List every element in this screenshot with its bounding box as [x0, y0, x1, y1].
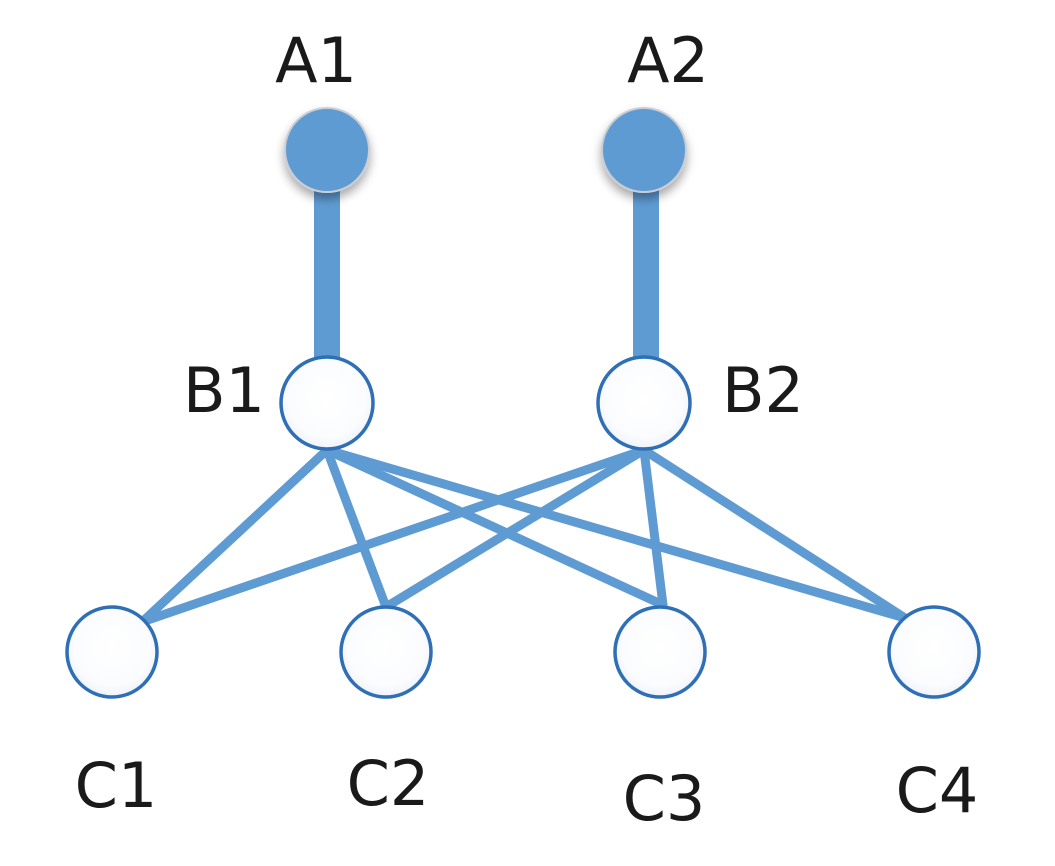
- label-c2: C2: [347, 747, 430, 820]
- label-c4: C4: [896, 754, 979, 827]
- node-c3: [613, 605, 707, 699]
- edge-b1-c2: [322, 445, 391, 612]
- label-c1: C1: [75, 749, 158, 822]
- labels: A1 A2 B1 B2 C1 C2 C3 C4: [75, 24, 979, 835]
- edge-b1-c4: [322, 445, 910, 623]
- label-a2: A2: [627, 24, 709, 97]
- node-a1: [284, 107, 370, 193]
- node-a2: [601, 107, 687, 193]
- thick-edges: [314, 147, 659, 383]
- edge-b2-c3: [639, 445, 668, 610]
- node-c4: [887, 605, 981, 699]
- label-a1: A1: [275, 24, 357, 97]
- node-c1: [65, 605, 159, 699]
- edge-b1-c3: [322, 445, 668, 610]
- thin-edges: [137, 445, 910, 627]
- edge-b2-c4: [639, 445, 910, 623]
- edge-b1-c1: [137, 445, 332, 627]
- label-b2: B2: [722, 354, 804, 427]
- edge-b2-c1: [137, 445, 649, 627]
- label-b1: B1: [183, 354, 265, 427]
- node-b2: [596, 355, 692, 451]
- edge-b2-c2: [381, 445, 649, 612]
- label-c3: C3: [623, 762, 706, 835]
- node-c2: [339, 605, 433, 699]
- node-b1: [279, 355, 375, 451]
- nodes: [65, 107, 981, 699]
